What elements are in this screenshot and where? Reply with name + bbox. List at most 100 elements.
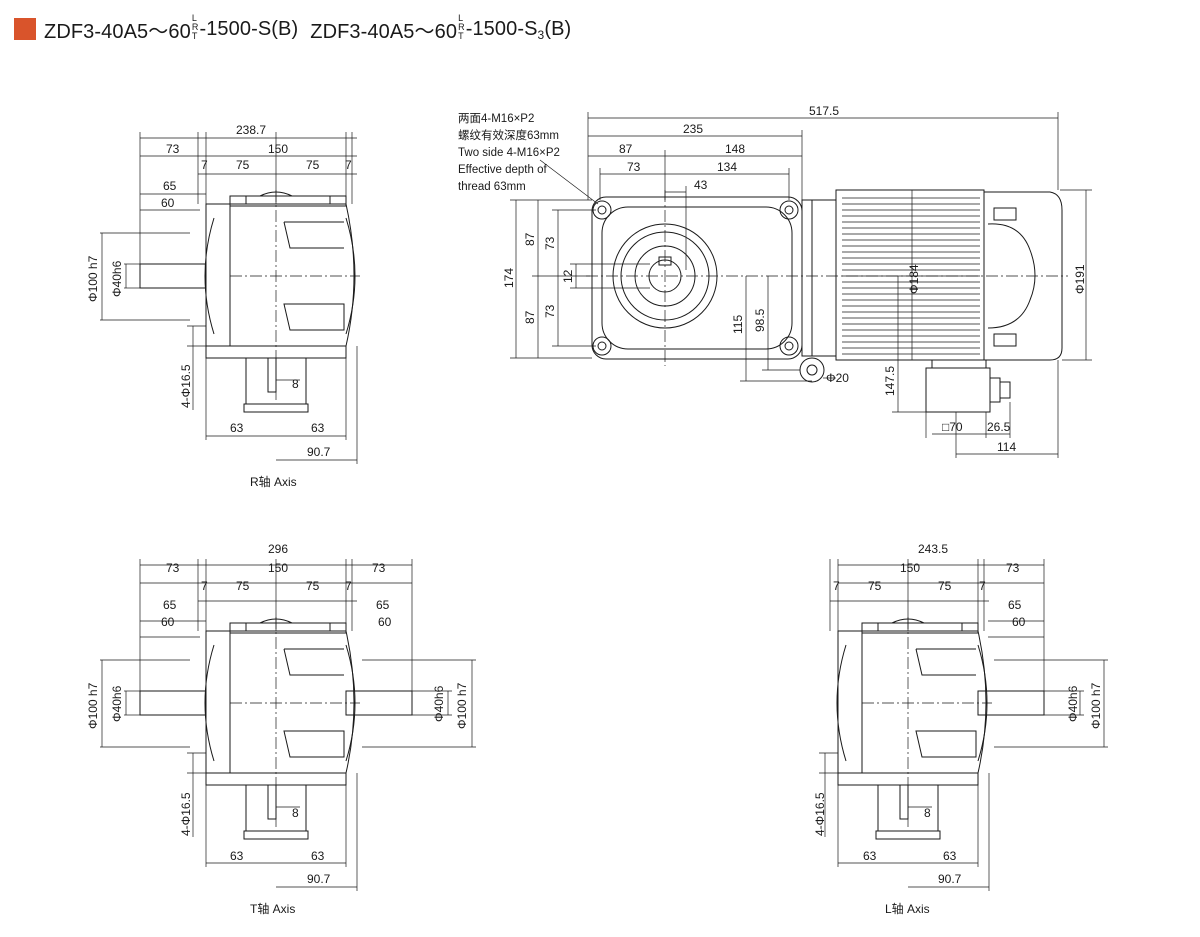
motor-flange bbox=[801, 199, 837, 357]
dim-square-70: □70 bbox=[942, 420, 963, 434]
dim-60-right: 60 bbox=[378, 615, 392, 629]
dim-overall: 296 bbox=[268, 542, 288, 556]
dim-phi20: Φ20 bbox=[826, 371, 849, 385]
dim-phi100: Φ100 h7 bbox=[86, 255, 100, 302]
dim-overall: 243.5 bbox=[918, 542, 948, 556]
shaft-option-stack-1: L R T bbox=[191, 12, 199, 41]
dim-134: 134 bbox=[717, 160, 737, 174]
dim-7-right: 7 bbox=[345, 579, 352, 593]
dim-12: 12 bbox=[561, 269, 575, 283]
dim-75-right: 75 bbox=[306, 579, 320, 593]
dim-key-8: 8 bbox=[292, 377, 299, 391]
dim-150: 150 bbox=[268, 142, 288, 156]
model-title-2-suffix-end: (B) bbox=[544, 17, 572, 40]
dim-43: 43 bbox=[694, 178, 708, 192]
front-view bbox=[510, 112, 1092, 458]
thread-note-line-4: Effective depth of bbox=[458, 164, 547, 176]
dim-73-lower: 73 bbox=[543, 304, 557, 318]
shaft-option-t: T bbox=[458, 30, 464, 41]
dim-phi100-right: Φ100 h7 bbox=[455, 682, 469, 729]
dim-holes: 4-Φ16.5 bbox=[179, 364, 193, 408]
title-bar: ZDF3-40A5～60 L R T -1500-S(B) ZDF3-40A5～… bbox=[14, 12, 572, 44]
dim-65-right: 65 bbox=[376, 598, 390, 612]
dim-7-left: 7 bbox=[833, 579, 840, 593]
shaft-option-r: R bbox=[458, 21, 465, 32]
model-title-1-prefix: ZDF3-40A5～60 bbox=[44, 20, 191, 43]
t-axis-caption: T轴 Axis bbox=[250, 901, 295, 916]
dim-73-left: 73 bbox=[166, 561, 180, 575]
dim-overall: 238.7 bbox=[236, 123, 266, 137]
dim-63-right: 63 bbox=[311, 421, 325, 435]
dim-75-left: 75 bbox=[236, 158, 250, 172]
shaft-option-r: R bbox=[191, 21, 199, 32]
thread-note-line-2: 螺纹有效深度63mm bbox=[458, 128, 559, 142]
dim-150: 150 bbox=[900, 561, 920, 575]
dim-73: 73 bbox=[627, 160, 641, 174]
gear-case-outline bbox=[591, 196, 803, 360]
dim-63-right: 63 bbox=[943, 849, 957, 863]
dim-87: 87 bbox=[619, 142, 633, 156]
dim-150: 150 bbox=[268, 561, 288, 575]
dim-65: 65 bbox=[163, 179, 177, 193]
model-title-1-suffix: -1500-S(B) bbox=[199, 17, 299, 40]
dim-73-right: 73 bbox=[372, 561, 386, 575]
title-accent-square bbox=[14, 18, 36, 40]
model-title-2-suffix: -1500-S bbox=[465, 17, 538, 40]
dim-7-right: 7 bbox=[979, 579, 986, 593]
r-axis-caption: R轴 Axis bbox=[250, 474, 297, 489]
l-axis-caption: L轴 Axis bbox=[885, 901, 930, 916]
terminal-box bbox=[925, 367, 991, 413]
dim-7-left: 7 bbox=[201, 579, 208, 593]
dim-65-left: 65 bbox=[163, 598, 177, 612]
t-axis-view bbox=[100, 559, 476, 891]
dim-phi100-left: Φ100 h7 bbox=[86, 682, 100, 729]
dim-147-5: 147.5 bbox=[883, 366, 897, 396]
thread-note-line-1: 两面4-M16×P2 bbox=[458, 113, 534, 125]
fan-cover bbox=[983, 191, 1063, 361]
dim-174: 174 bbox=[502, 268, 516, 288]
dim-63-left: 63 bbox=[230, 421, 244, 435]
dim-phi40: Φ40h6 bbox=[110, 260, 124, 297]
dim-87-lower: 87 bbox=[523, 310, 537, 324]
shaft-option-l: L bbox=[458, 12, 464, 23]
mounting-hole bbox=[779, 200, 799, 220]
t-axis-dimensions: 296 73 150 73 7 75 75 7 65 60 65 60 Φ100… bbox=[86, 542, 469, 916]
dim-phi40: Φ40h6 bbox=[1066, 685, 1080, 722]
dim-phi184: Φ184 bbox=[907, 264, 921, 294]
model-title-2-subscript: 3 bbox=[537, 28, 545, 42]
model-title-2-prefix: ZDF3-40A5～60 bbox=[310, 20, 458, 43]
l-axis-view bbox=[819, 559, 1108, 891]
shaft-option-l: L bbox=[191, 12, 197, 23]
dim-7-right: 7 bbox=[345, 158, 352, 172]
dim-phi100: Φ100 h7 bbox=[1089, 682, 1103, 729]
dim-65: 65 bbox=[1008, 598, 1022, 612]
gear-case-inner bbox=[601, 206, 793, 350]
dim-75-right: 75 bbox=[306, 158, 320, 172]
dim-75-left: 75 bbox=[236, 579, 250, 593]
dim-90-7: 90.7 bbox=[938, 872, 962, 886]
dim-phi40-left: Φ40h6 bbox=[110, 685, 124, 722]
shaft-option-stack-2: L R T bbox=[458, 12, 465, 41]
cable-gland bbox=[989, 377, 1001, 403]
motor-cooling-fins bbox=[842, 197, 980, 355]
dim-60: 60 bbox=[161, 196, 175, 210]
thread-note-line-5: thread 63mm bbox=[458, 181, 526, 193]
dim-63-right: 63 bbox=[311, 849, 325, 863]
mounting-hole bbox=[779, 336, 799, 356]
shaft-option-t: T bbox=[191, 30, 198, 41]
dim-90-7: 90.7 bbox=[307, 445, 331, 459]
dim-7-left: 7 bbox=[201, 158, 208, 172]
terminal-box-base bbox=[931, 359, 987, 369]
dim-235: 235 bbox=[683, 122, 703, 136]
dim-90-7: 90.7 bbox=[307, 872, 331, 886]
dim-75-left: 75 bbox=[868, 579, 882, 593]
front-dimension-lines bbox=[510, 112, 1092, 458]
dim-87-upper: 87 bbox=[523, 232, 537, 246]
dim-98-5: 98.5 bbox=[753, 308, 767, 332]
dim-key-8: 8 bbox=[292, 806, 299, 820]
r-axis-dimensions: 238.7 73 150 7 75 75 7 65 60 Φ100 h7 Φ40… bbox=[86, 123, 352, 489]
dim-phi191: Φ191 bbox=[1073, 264, 1087, 294]
dim-phi40-right: Φ40h6 bbox=[432, 685, 446, 722]
